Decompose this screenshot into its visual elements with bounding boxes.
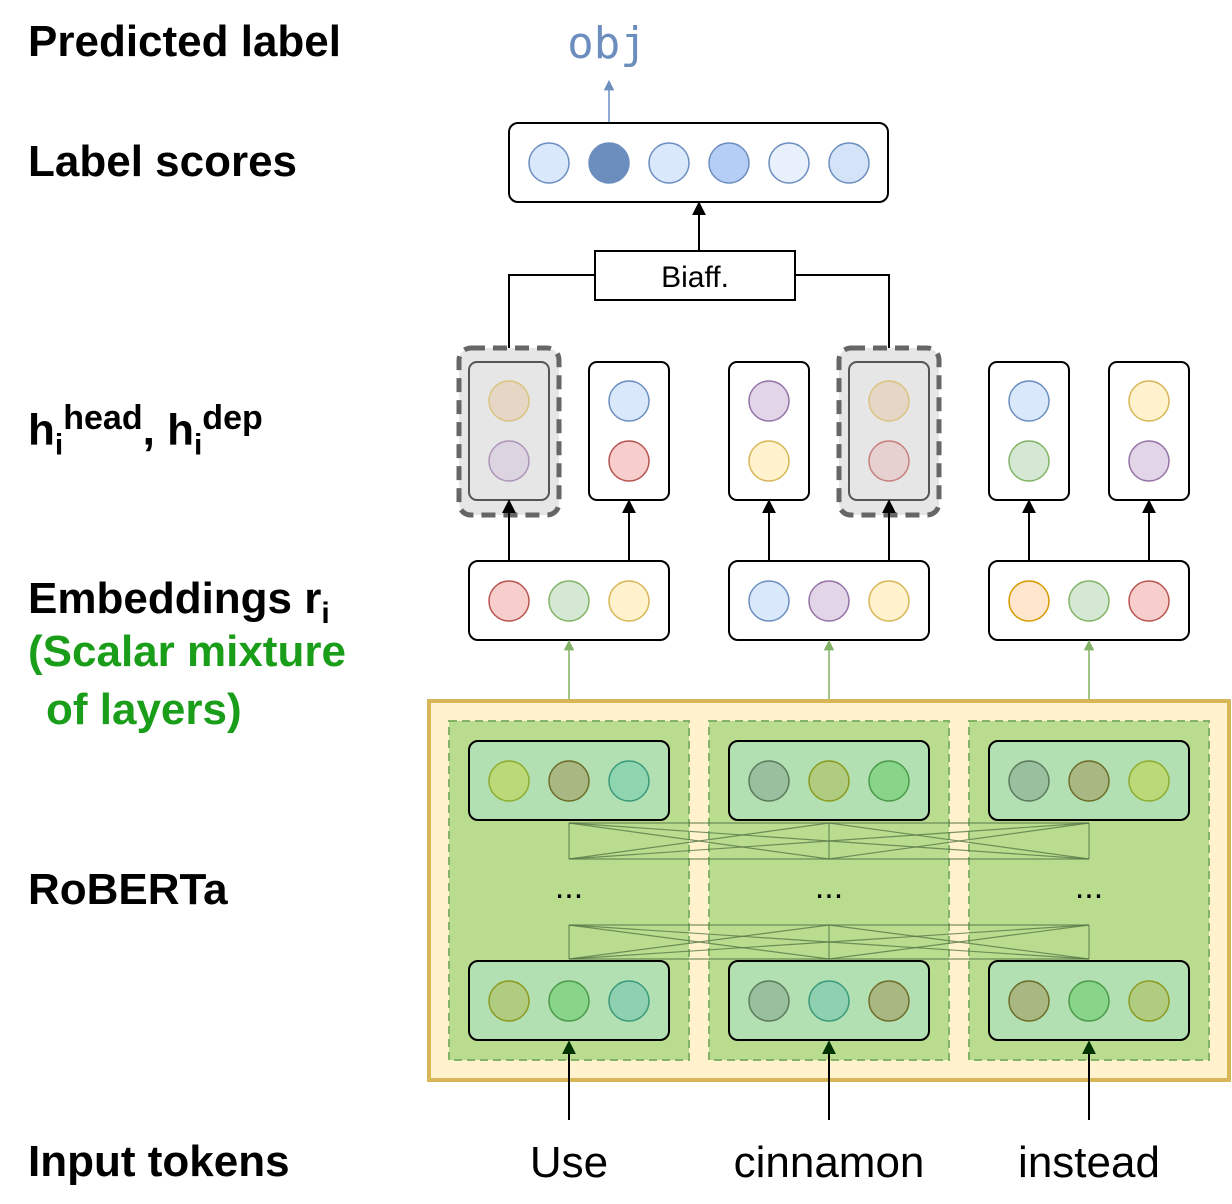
roberta-node [868, 760, 910, 802]
hidden-node [868, 440, 910, 482]
roberta-node [868, 980, 910, 1022]
roberta-ellipsis: ... [815, 868, 843, 906]
embedding-node [488, 580, 530, 622]
h-symbol: h [28, 405, 55, 455]
roberta-node [808, 760, 850, 802]
embeddings-text: Embeddings r [28, 574, 322, 623]
scalar-mixture-line2: of layers) [46, 685, 242, 734]
predicted-label-heading: Predicted label [28, 17, 342, 66]
roberta-node [1008, 980, 1050, 1022]
label-score-node [648, 142, 690, 184]
embedding-node [748, 580, 790, 622]
roberta-node [748, 760, 790, 802]
h-head-subscript: i [54, 428, 64, 462]
hidden-node [608, 380, 650, 422]
h-symbol-dep: h [167, 405, 194, 455]
hidden-node [1128, 440, 1170, 482]
layer-connection [568, 924, 830, 960]
scalar-mixture-line1: (Scalar mixture [28, 627, 346, 676]
label-score-node-selected [588, 142, 630, 184]
h-dep-superscript: dep [202, 399, 263, 437]
input-tokens: Use cinnamon instead [530, 1040, 1160, 1187]
hidden-node [868, 380, 910, 422]
embedding-node [808, 580, 850, 622]
layer-connection [568, 924, 1090, 960]
hidden-node [748, 440, 790, 482]
roberta-ellipsis: ... [1075, 868, 1103, 906]
layer-connection [568, 822, 830, 860]
layer-connection [828, 822, 1090, 860]
layer-connection [568, 822, 1090, 860]
roberta-node [488, 760, 530, 802]
layer-connection [828, 924, 1090, 960]
hidden-node [1008, 440, 1050, 482]
embeddings-heading: Embeddings ri [28, 573, 330, 632]
embedding-node [868, 580, 910, 622]
embedding-node [1128, 580, 1170, 622]
roberta-node [1068, 760, 1110, 802]
roberta-node [748, 980, 790, 1022]
hidden-node [1128, 380, 1170, 422]
embedding-node [1068, 580, 1110, 622]
hidden-units [456, 345, 1190, 560]
roberta-ellipsis: ... [555, 868, 583, 906]
label-score-node [528, 142, 570, 184]
h-comma: , [142, 405, 155, 455]
roberta-node [488, 980, 530, 1022]
biaffine-box [594, 250, 796, 301]
hidden-node [488, 440, 530, 482]
hidden-node [488, 380, 530, 422]
label-score-node [828, 142, 870, 184]
input-tokens-heading: Input tokens [28, 1137, 290, 1186]
roberta-layer-connections [568, 822, 1090, 960]
embedding-node [548, 580, 590, 622]
hidden-node [1008, 380, 1050, 422]
hidden-node [608, 440, 650, 482]
roberta-node [1128, 760, 1170, 802]
hidden-representations-heading: hihead, hidep [28, 398, 263, 463]
embedding-units [468, 560, 1190, 720]
head-to-biaffine-connector [508, 274, 595, 350]
embedding-node [1008, 580, 1050, 622]
roberta-layers [468, 740, 1190, 1041]
h-dep-subscript: i [193, 428, 203, 462]
roberta-node [1068, 980, 1110, 1022]
hidden-node [748, 380, 790, 422]
roberta-node [808, 980, 850, 1022]
roberta-node [608, 980, 650, 1022]
predicted-label-value: obj [567, 18, 646, 69]
dep-to-biaffine-connector [795, 274, 890, 350]
input-token: cinnamon [734, 1138, 925, 1187]
roberta-node [548, 760, 590, 802]
biaffine-label: Biaff. [661, 261, 729, 294]
embedding-node [608, 580, 650, 622]
label-score-nodes [528, 142, 870, 184]
label-scores-heading: Label scores [28, 137, 298, 186]
roberta-node [1128, 980, 1170, 1022]
roberta-node [1008, 760, 1050, 802]
input-token: Use [530, 1138, 608, 1187]
label-score-node [708, 142, 750, 184]
roberta-node [548, 980, 590, 1022]
roberta-heading: RoBERTa [28, 865, 228, 914]
roberta-ellipses: ......... [555, 868, 1103, 906]
h-head-superscript: head [63, 399, 143, 437]
input-token: instead [1018, 1138, 1160, 1187]
roberta-node [608, 760, 650, 802]
label-score-node [768, 142, 810, 184]
embeddings-subscript: i [321, 596, 330, 630]
